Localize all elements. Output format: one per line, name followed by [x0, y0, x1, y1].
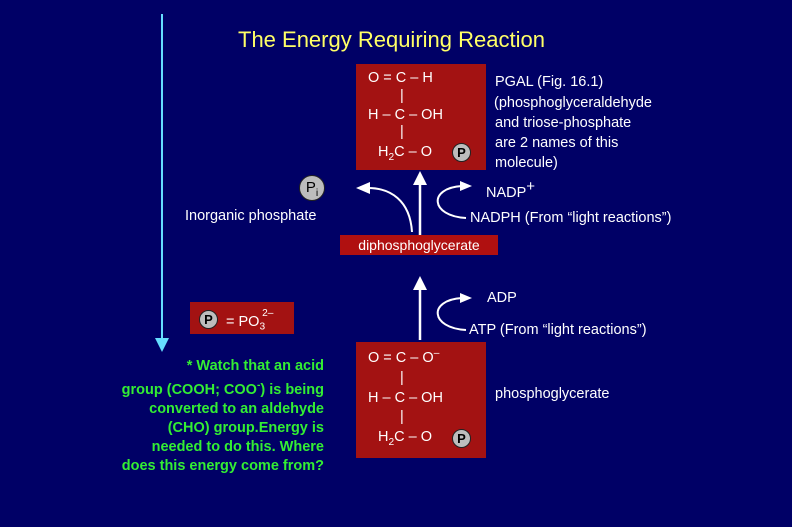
up-arrow-lower-head	[413, 276, 427, 290]
note-line-2-sup: -	[256, 380, 261, 391]
pgal-phosphate-icon: P	[452, 143, 471, 162]
nadp-sup: +	[526, 178, 536, 195]
pgal-line3-sub: 2	[388, 151, 395, 163]
pg-line1-sup: –	[433, 348, 440, 359]
note-line-5: needed to do this. Where	[151, 438, 324, 455]
note-line-6: does this energy come from?	[121, 457, 324, 474]
pgal-caption-3: and triose-phosphate	[495, 115, 632, 131]
legend-phosphate-icon: P	[199, 310, 218, 329]
pgal-line3: H2C – O	[378, 144, 432, 163]
pi-branch-head	[356, 182, 370, 194]
atp-adp-head	[460, 293, 472, 303]
energy-note: * Watch that an acid group (COOH; COO-) …	[60, 357, 324, 476]
pgal-caption-4: are 2 names of this	[495, 135, 619, 151]
legend-eq: = PO	[226, 313, 260, 330]
pg-line3-sub: 2	[388, 436, 395, 448]
adp-label: ADP	[487, 290, 517, 306]
legend-sup: 2–	[262, 308, 274, 319]
pg-bond2: |	[400, 409, 404, 425]
pg-line3-h: H	[378, 429, 389, 445]
timeline-arrow-head	[155, 338, 169, 352]
pgal-line3-rest: C – O	[394, 144, 432, 160]
nadp-text: NADP	[486, 184, 527, 201]
pgal-bond2: |	[400, 124, 404, 140]
pgal-caption-2: (phosphoglyceraldehyde	[494, 95, 652, 111]
note-line-1: * Watch that an acid	[186, 358, 324, 374]
pgal-caption-1: PGAL (Fig. 16.1)	[495, 74, 604, 90]
pgal-line1: O = C – H	[368, 70, 433, 86]
page-title: The Energy Requiring Reaction	[238, 27, 545, 52]
up-arrow-upper-head	[413, 171, 427, 185]
pgal-bond1: |	[400, 88, 404, 104]
note-line-3: converted to an aldehyde	[149, 400, 324, 417]
nadph-nadp-head	[460, 181, 472, 191]
nadph-nadp-curve	[436, 185, 467, 219]
note-line-2: group (COOH; COO-) is being	[60, 376, 324, 400]
diphosphoglycerate-label: diphosphoglycerate	[340, 235, 498, 255]
pi-sub: i	[315, 187, 319, 199]
pg-phosphate-icon: P	[452, 429, 471, 448]
note-line-4: (CHO) group.Energy is	[167, 419, 324, 436]
nadph-label: NADPH (From “light reactions”)	[470, 210, 672, 226]
pg-line1: O = C – O–	[368, 348, 439, 366]
legend-sub: 3	[259, 321, 266, 333]
atp-adp-curve	[436, 297, 467, 331]
pi-main: P	[305, 179, 316, 196]
pgal-line3-h: H	[378, 144, 389, 160]
pg-line1-text: O = C – O	[368, 349, 434, 366]
note-line-2a: group (COOH; COO	[121, 381, 257, 398]
atp-label: ATP (From “light reactions”)	[469, 322, 647, 338]
pg-line2: H – C – OH	[368, 390, 443, 406]
pg-line3: H2C – O	[378, 429, 432, 448]
note-line-2b: ) is being	[260, 381, 324, 398]
pgal-caption-5: molecule)	[495, 155, 558, 171]
phosphoglycerate-caption: phosphoglycerate	[495, 386, 610, 402]
nadp-label: NADP+	[486, 178, 535, 201]
legend-equation: = PO3 2–	[226, 308, 276, 333]
pg-line3-rest: C – O	[394, 429, 432, 445]
inorganic-phosphate-icon: Pi	[299, 175, 325, 201]
pi-label: Inorganic phosphate	[185, 208, 317, 224]
pg-bond1: |	[400, 370, 404, 386]
pi-branch-curve	[367, 187, 413, 233]
pgal-line2: H – C – OH	[368, 107, 443, 123]
